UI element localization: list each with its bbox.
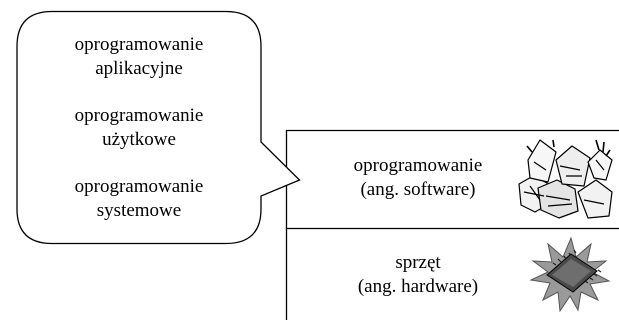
callout-item-line: oprogramowanie: [74, 176, 204, 197]
paper-mess-icon: [518, 139, 613, 219]
hardware-layer-line: sprzęt: [395, 252, 441, 273]
callout-bubble: [16, 10, 301, 245]
callout-item-line: użytkowe: [102, 129, 176, 150]
callout-item-line: oprogramowanie: [74, 34, 204, 55]
software-layer-line: oprogramowanie: [353, 155, 483, 176]
hardware-layer-label: sprzęt (ang. hardware): [318, 251, 518, 299]
callout-item-applications: oprogramowanie aplikacyjne: [17, 33, 261, 81]
callout-item-system: oprogramowanie systemowe: [17, 175, 261, 223]
software-layer-line: (ang. software): [360, 179, 476, 200]
microchip-icon: [529, 236, 611, 313]
callout-item-line: oprogramowanie: [74, 105, 204, 126]
callout-item-utility: oprogramowanie użytkowe: [17, 104, 261, 152]
software-layer-label: oprogramowanie (ang. software): [318, 154, 518, 202]
callout-item-line: systemowe: [96, 200, 182, 221]
hardware-layer-line: (ang. hardware): [357, 276, 479, 297]
callout-item-line: aplikacyjne: [95, 58, 183, 79]
